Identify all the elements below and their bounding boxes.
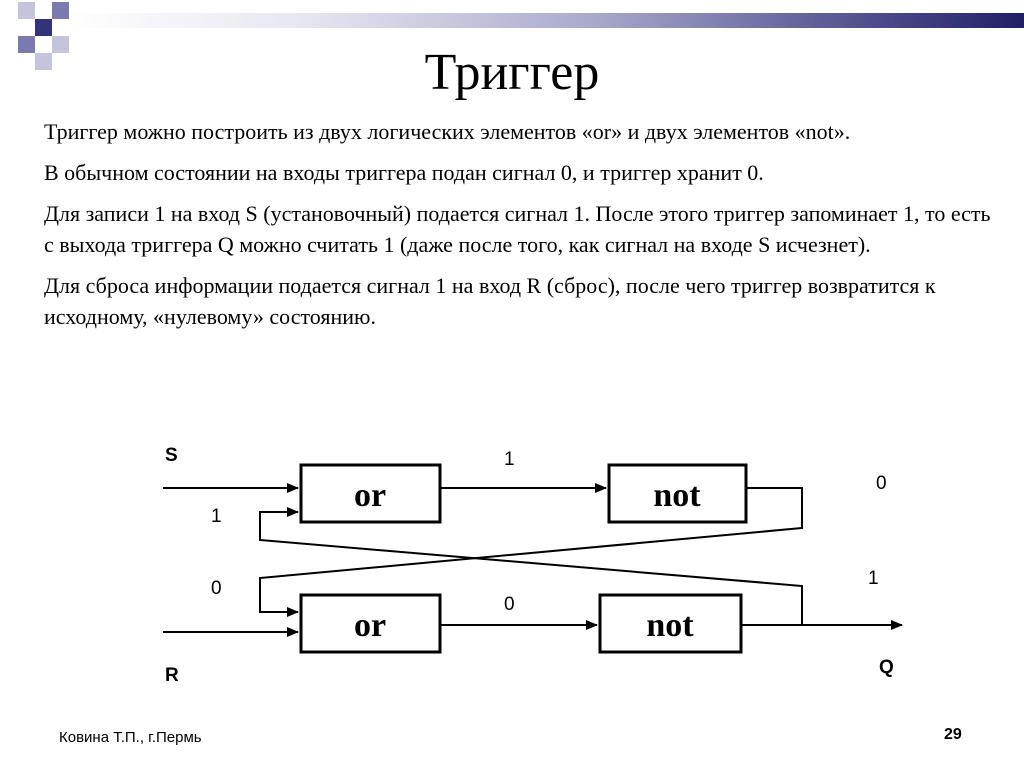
gate-not-top-label: not: [653, 477, 701, 514]
gate-or-top-label: or: [354, 477, 386, 514]
deco-square-6: [35, 53, 52, 70]
input-r-label: R: [165, 665, 179, 686]
footer-author: Ковина Т.П., г.Пермь: [59, 729, 202, 746]
signal-or-top-out: 1: [504, 449, 515, 470]
slide-body: Триггер можно построить из двух логическ…: [44, 116, 994, 342]
input-s-label: S: [165, 445, 178, 466]
wire-not-top-feedback: [259, 487, 803, 617]
gate-not-bottom-label: not: [646, 607, 694, 644]
signal-not-bottom-out: 1: [868, 568, 879, 589]
deco-square-2: [52, 2, 69, 19]
gate-or-bottom-box: [299, 593, 442, 654]
signal-feedback-bottom: 0: [211, 578, 222, 599]
signal-feedback-top: 1: [211, 506, 222, 527]
signal-or-bottom-out: 0: [504, 594, 515, 615]
wire-not-bottom-feedback: [259, 507, 803, 625]
page-number: 29: [944, 726, 962, 743]
paragraph-4: Для сброса информации подается сигнал 1 …: [44, 273, 936, 329]
gate-or-bottom-label: or: [354, 607, 386, 644]
deco-square-3: [35, 19, 52, 36]
gate-not-top-box: [607, 463, 748, 524]
output-q-label: Q: [879, 657, 894, 678]
paragraph-2: В обычном состоянии на входы триггера по…: [44, 160, 764, 185]
deco-square-4: [18, 36, 35, 53]
paragraph-3: Для записи 1 на вход S (установочный) по…: [44, 201, 991, 257]
gate-or-top-box: [299, 463, 442, 524]
deco-square-1: [18, 2, 35, 19]
gate-not-bottom-box: [598, 593, 743, 654]
signal-not-top-out: 0: [876, 473, 887, 494]
paragraph-1: Триггер можно построить из двух логическ…: [44, 119, 851, 144]
slide-title: Триггер: [424, 44, 600, 101]
deco-square-5: [52, 36, 69, 53]
header-gradient-bar: [68, 13, 1024, 28]
